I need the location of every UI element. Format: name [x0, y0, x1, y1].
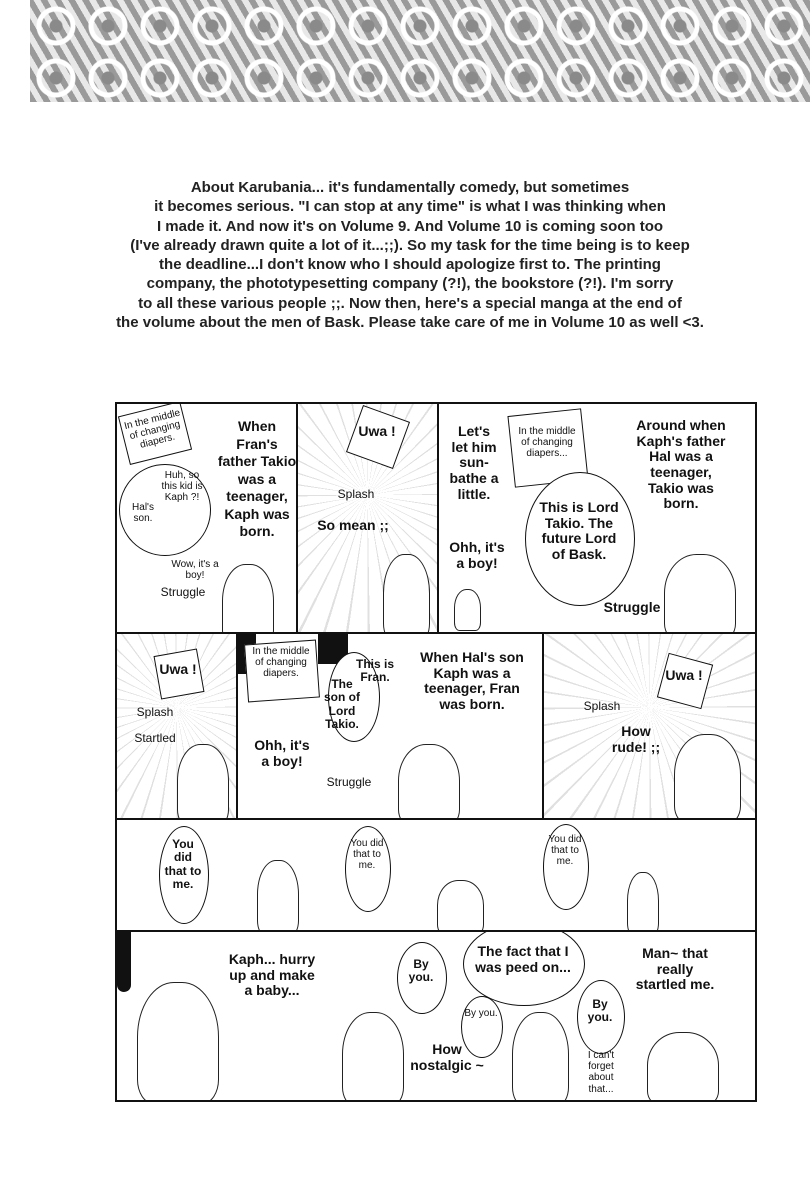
speech-text: You did that to me. — [548, 834, 582, 868]
sound-effect: Startled — [134, 731, 176, 745]
sound-effect: Splash — [136, 705, 174, 719]
speech-text: How nostalgic ~ — [410, 1041, 484, 1073]
speech-bubble — [159, 826, 209, 924]
note-line: the deadline...I don't know who I should… — [159, 256, 661, 274]
narration: Around when Kaph's father Hal was a teen… — [636, 417, 726, 512]
speech-bubble — [463, 932, 585, 1006]
speech-text: I can't forget about that... — [587, 1050, 615, 1095]
narration: When Fran's father Takio was a teenager,… — [217, 418, 297, 539]
character-drawing — [454, 589, 481, 631]
speech-bubble — [543, 824, 589, 910]
note-line: I made it. And now it's on Volume 9. And… — [156, 217, 664, 235]
decorative-pattern-header — [30, 0, 810, 102]
speech-text: So mean ;; — [317, 517, 389, 533]
speech-text: You did that to me. — [164, 837, 202, 892]
speech-bubble — [345, 826, 391, 912]
sound-effect: Splash — [337, 487, 375, 501]
speech-text: Wow, it's a boy! — [171, 559, 219, 582]
speech-text: Man~ that really startled me. — [635, 945, 715, 993]
character-drawing — [137, 982, 219, 1100]
character-drawing — [512, 1012, 569, 1100]
note-line: to all these various people ;;. Now then… — [138, 294, 682, 312]
comic-panel-7: You did that to me. You did that to me. … — [115, 818, 757, 932]
shout-text: Uwa ! — [159, 661, 197, 677]
speech-text: Huh, so this kid is Kaph ?! — [161, 470, 203, 504]
note-line: it becomes serious. "I can stop at any t… — [154, 198, 666, 216]
speech-text: Let's let him sun-bathe a little. — [449, 423, 499, 502]
note-line: company, the phototypesetting company (?… — [146, 275, 674, 293]
speech-text: By you. — [408, 957, 434, 985]
dark-drip — [117, 932, 131, 992]
speech-bubble — [577, 980, 625, 1054]
caption: In the middle of changing diapers. — [252, 646, 310, 680]
character-drawing — [342, 1012, 404, 1100]
speech-text: By you. — [587, 997, 613, 1025]
comic-panel-8: Kaph... hurry up and make a baby... How … — [115, 930, 757, 1102]
character-drawing — [664, 554, 736, 632]
character-drawing — [437, 880, 484, 930]
comic-panel-6: Uwa ! Splash How rude! ;; — [542, 632, 757, 820]
character-drawing — [674, 734, 741, 818]
sound-effect: Struggle — [326, 775, 372, 789]
speech-text: The son of Lord Takio. — [324, 677, 360, 732]
character-drawing — [647, 1032, 719, 1100]
speech-text: You did that to me. — [350, 838, 384, 872]
comic-panel-1: In the middle of changing diapers. When … — [115, 402, 298, 634]
shout-text: Uwa ! — [665, 667, 703, 683]
speech-bubble — [461, 996, 503, 1058]
speech-text: Hal's son. — [132, 502, 154, 525]
comic-panel-4: Uwa ! Splash Startled — [115, 632, 238, 820]
speech-text: This is Lord Takio. The future Lord of B… — [539, 499, 619, 563]
speech-text: By you. — [464, 1008, 498, 1019]
speech-bubble — [525, 472, 635, 606]
note-line: (I've already drawn quite a lot of it...… — [130, 236, 690, 254]
author-note: About Karubania... it's fundamentally co… — [110, 178, 710, 332]
character-drawing — [398, 744, 460, 818]
note-line: About Karubania... it's fundamentally co… — [190, 179, 630, 196]
speech-text: How rude! ;; — [611, 723, 661, 755]
narration: When Hal's son Kaph was a teenager, Fran… — [420, 649, 524, 713]
shout-text: Uwa ! — [358, 423, 396, 439]
speech-bubble — [119, 464, 211, 556]
speech-bubble — [397, 942, 447, 1014]
sound-effect: Struggle — [160, 585, 206, 599]
note-line: the volume about the men of Bask. Please… — [116, 314, 704, 332]
character-drawing — [222, 564, 274, 632]
comic-panel-3: Let's let him sun-bathe a little. Ohh, i… — [437, 402, 757, 634]
character-drawing — [627, 872, 659, 930]
speech-bubble — [328, 652, 380, 742]
speech-text: This is Fran. — [356, 657, 395, 685]
speech-text: The fact that I was peed on... — [475, 943, 571, 975]
caption: In the middle of changing diapers... — [518, 426, 576, 460]
speech-text: Ohh, it's a boy! — [449, 539, 505, 571]
comic-panel-2: Uwa ! Splash So mean ;; — [296, 402, 439, 634]
character-drawing — [177, 744, 229, 818]
speech-text: Ohh, it's a boy! — [254, 737, 310, 769]
character-drawing — [257, 860, 299, 930]
character-drawing — [383, 554, 430, 632]
sound-effect: Splash — [583, 699, 621, 713]
comic-panel-5: In the middle of changing diapers. This … — [236, 632, 544, 820]
sound-effect: Struggle — [603, 599, 661, 615]
speech-text: Kaph... hurry up and make a baby... — [228, 951, 316, 999]
